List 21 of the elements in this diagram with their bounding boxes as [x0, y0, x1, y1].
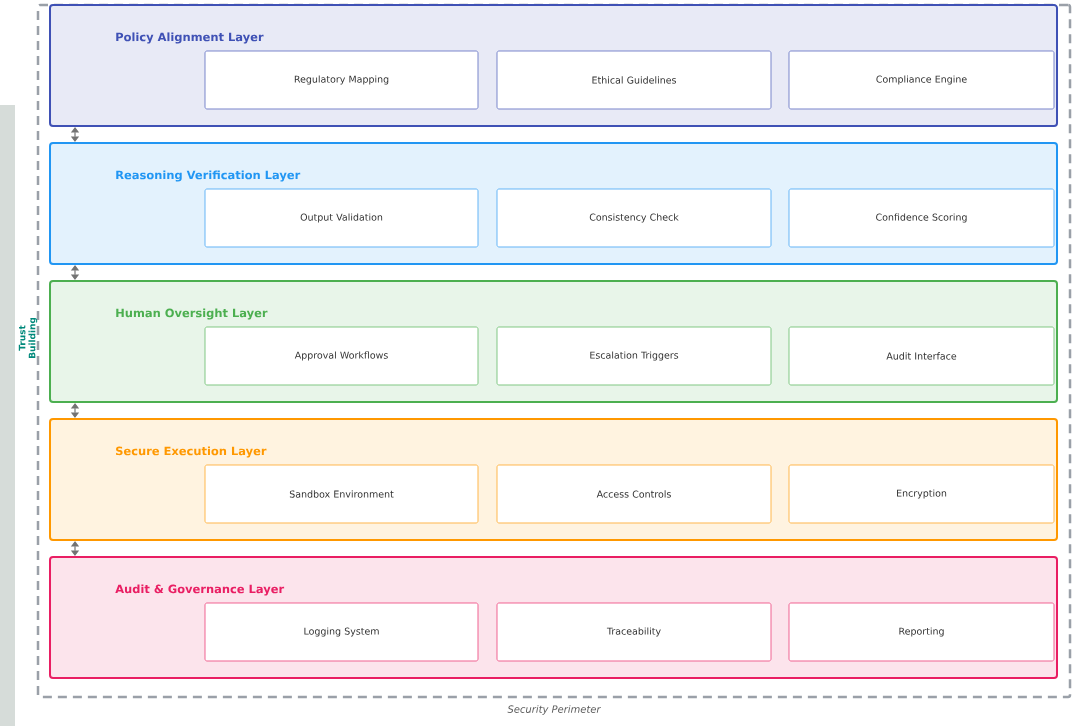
node-label: Security Perimeter — [507, 705, 602, 715]
component-box: Confidence Scoring — [788, 188, 1055, 248]
component-box: Logging System — [204, 602, 479, 662]
side-label: Trust Building — [18, 317, 38, 358]
component-box: Approval Workflows — [204, 326, 479, 386]
arrow — [70, 541, 80, 556]
component-box: Ethical Guidelines — [496, 50, 772, 110]
component-box: Output Validation — [204, 188, 479, 248]
component-box: Traceability — [496, 602, 772, 662]
component-box: Consistency Check — [496, 188, 772, 248]
arrow — [70, 265, 80, 280]
component-box: Reporting — [788, 602, 1055, 662]
component-box: Compliance Engine — [788, 50, 1055, 110]
component-box: Escalation Triggers — [496, 326, 772, 386]
arrow — [70, 127, 80, 142]
component-box: Encryption — [788, 464, 1055, 524]
arrow — [70, 403, 80, 418]
component-box: Access Controls — [496, 464, 772, 524]
component-box: Regulatory Mapping — [204, 50, 479, 110]
component-box: Sandbox Environment — [204, 464, 479, 524]
component-box: Audit Interface — [788, 326, 1055, 386]
